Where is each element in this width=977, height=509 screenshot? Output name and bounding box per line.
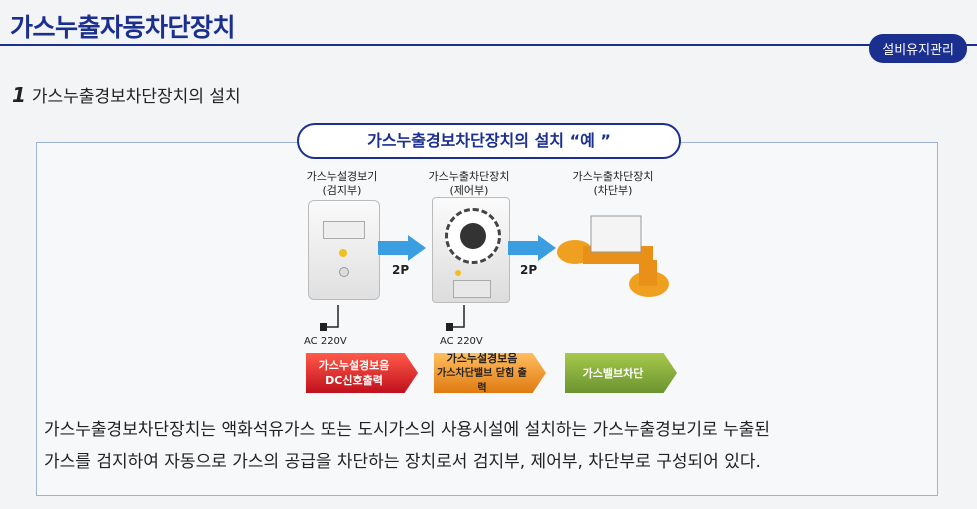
detector-button-icon bbox=[339, 267, 349, 277]
device1-caption: 가스누설경보기 (검지부) bbox=[292, 170, 392, 198]
ribbon1-line2: DC신호출력 bbox=[325, 374, 383, 387]
diagram-title: 가스누출경보차단장치의 설치 “예 ” bbox=[297, 123, 681, 159]
device1-name: 가스누설경보기 bbox=[306, 170, 378, 183]
gas-detector-image bbox=[308, 200, 380, 300]
connector-label-1: 2P bbox=[392, 263, 410, 277]
ribbon1-line1: 가스누설경보음 bbox=[318, 359, 390, 372]
gas-valve-icon bbox=[557, 215, 669, 297]
section-number: 1 bbox=[12, 83, 26, 107]
device2-caption: 가스누출차단장치 (제어부) bbox=[412, 170, 526, 198]
arrow-right-icon bbox=[378, 235, 426, 261]
device1-sub: (검지부) bbox=[322, 184, 362, 197]
device2-sub: (제어부) bbox=[449, 184, 489, 197]
arrow-right-icon bbox=[508, 235, 556, 261]
control-unit-image bbox=[432, 197, 510, 303]
description-line-1: 가스누출경보차단장치는 액화석유가스 또는 도시가스의 사용시설에 설치하는 가… bbox=[44, 420, 770, 440]
power-label-2: AC 220V bbox=[440, 336, 483, 347]
power-plug-icon bbox=[320, 305, 339, 331]
device3-sub: (차단부) bbox=[593, 184, 633, 197]
detector-screen bbox=[323, 221, 365, 239]
device3-name: 가스누출차단장치 bbox=[572, 170, 654, 183]
status-ribbon-alarm: 가스누설경보음 DC신호출력 bbox=[306, 353, 418, 393]
description-text: 가스누출경보차단장치는 액화석유가스 또는 도시가스의 사용시설에 설치하는 가… bbox=[44, 414, 934, 478]
title-divider bbox=[0, 44, 977, 46]
page-title: 가스누출자동차단장치 bbox=[10, 13, 236, 42]
connector-label-2: 2P bbox=[520, 263, 538, 277]
device3-caption: 가스누출차단장치 (차단부) bbox=[556, 170, 670, 198]
power-label-1: AC 220V bbox=[304, 336, 347, 347]
control-panel bbox=[453, 280, 491, 298]
ribbon2-line1: 가스누설경보음 bbox=[446, 351, 518, 365]
detector-led-icon bbox=[339, 249, 347, 257]
timer-dial-icon bbox=[445, 208, 501, 264]
status-ribbon-shutoff: 가스밸브차단 bbox=[565, 353, 677, 393]
section-title: 가스누출경보차단장치의 설치 bbox=[31, 87, 241, 107]
description-line-2: 가스를 검지하여 자동으로 가스의 공급을 차단하는 장치로서 검지부, 제어부… bbox=[44, 452, 761, 472]
device2-name: 가스누출차단장치 bbox=[428, 170, 510, 183]
control-led-icon bbox=[455, 270, 461, 276]
category-badge: 설비유지관리 bbox=[869, 34, 967, 63]
ribbon2-line2: 가스차단밸브 닫힘 출력 bbox=[437, 367, 527, 394]
power-plug-icon bbox=[446, 305, 465, 331]
